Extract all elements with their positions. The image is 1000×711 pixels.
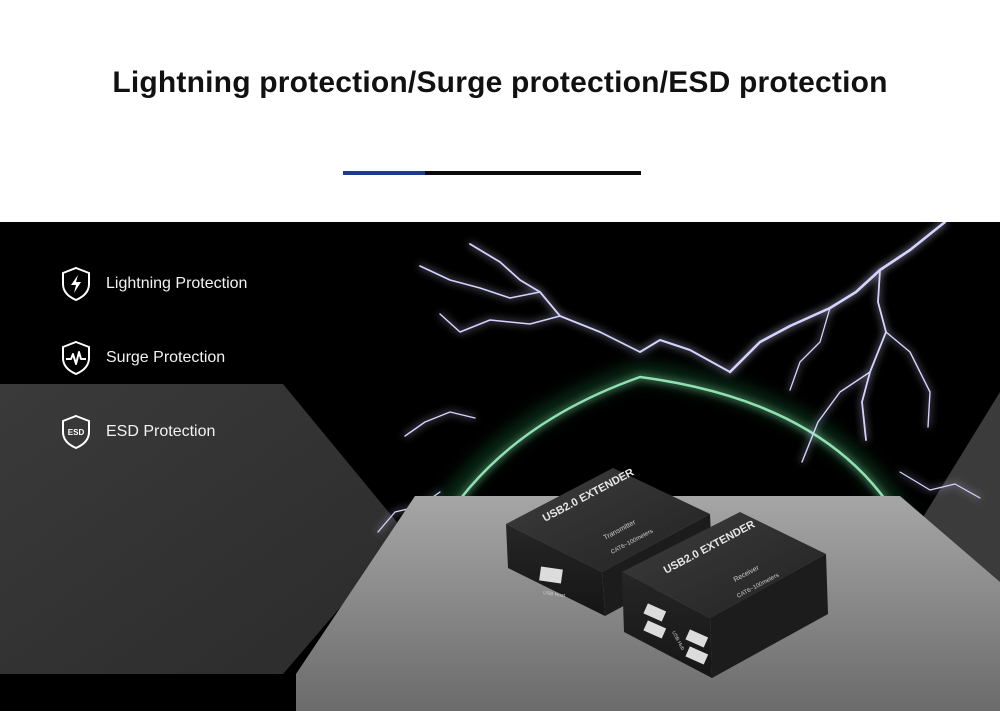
lightning-bolts: [377, 222, 981, 533]
divider-line: [425, 171, 641, 175]
right-panel: [920, 392, 1000, 617]
pulse-shield-icon: [62, 340, 90, 376]
lightning-shield-icon: [62, 266, 90, 302]
divider-accent: [343, 171, 425, 175]
feature-list: Lightning Protection Surge Protection ES…: [60, 266, 360, 488]
usb-port-icon: [539, 566, 563, 584]
left-panel: [0, 384, 405, 674]
transmitter-port-label: USB Host: [543, 590, 566, 599]
feature-label: Surge Protection: [106, 349, 226, 366]
feature-label: Lightning Protection: [106, 275, 248, 292]
usb-port-icon: [643, 603, 667, 622]
usb-port-icon: [685, 629, 709, 648]
receiver-device: USB2.0 EXTENDER Receiver CAT6~100meters …: [622, 512, 828, 678]
esd-icon-text: ESD: [68, 428, 85, 437]
esd-shield-icon: ESD: [62, 414, 90, 450]
feature-label: ESD Protection: [106, 423, 216, 440]
hero-image: USB2.0 EXTENDER Transmitter CAT6~100mete…: [0, 222, 1000, 711]
feature-item-surge: Surge Protection: [60, 340, 360, 376]
hero-illustration: USB2.0 EXTENDER Transmitter CAT6~100mete…: [0, 222, 1000, 711]
usb-port-icon: [685, 646, 709, 665]
feature-item-lightning: Lightning Protection: [60, 266, 360, 302]
page-title: Lightning protection/Surge protection/ES…: [112, 66, 888, 99]
feature-item-esd: ESD ESD Protection: [60, 414, 360, 450]
header-section: Lightning protection/Surge protection/ES…: [0, 0, 1000, 222]
usb-port-icon: [643, 620, 667, 639]
title-divider: [343, 171, 641, 175]
